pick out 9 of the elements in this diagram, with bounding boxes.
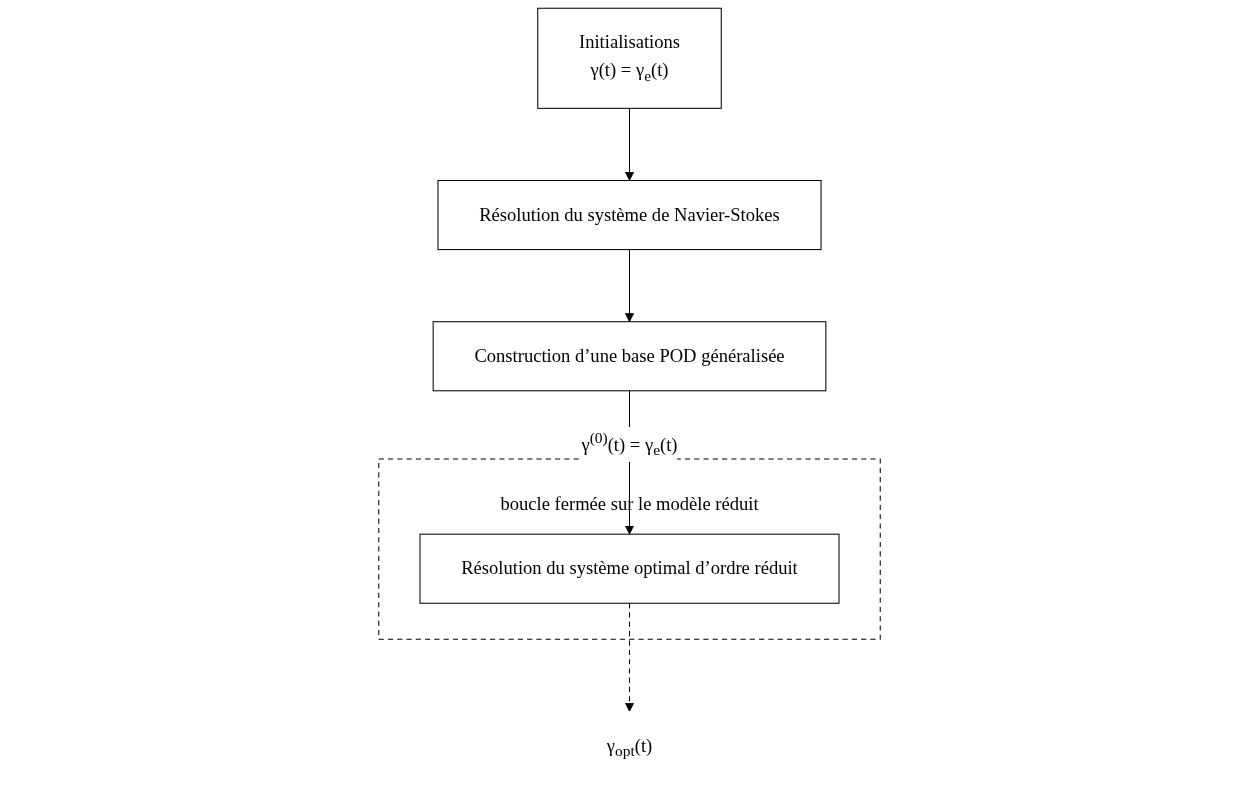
node-box: Construction d’une base POD généralisée xyxy=(432,321,827,392)
arrow xyxy=(624,107,635,181)
arrow xyxy=(624,602,635,712)
node-text: γ$_{opt}$(t) xyxy=(606,735,653,760)
edge-label: γ$^{(0)}$(t) = γ$_{e}$(t) xyxy=(581,429,678,459)
node-box: Résolution du système optimal d’ordre réduit xyxy=(419,533,840,604)
node-box: Résolution du système de Navier-Stokes xyxy=(437,180,822,251)
node-box: Initialisations γ(t) = γ$_{e}$(t) xyxy=(537,7,722,109)
arrow xyxy=(624,249,635,323)
